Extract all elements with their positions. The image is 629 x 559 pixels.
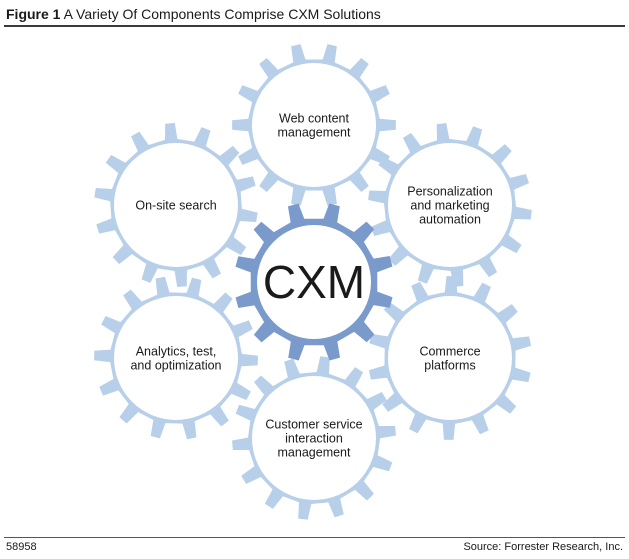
customer-service-interaction-management-label-line: Customer service: [265, 418, 362, 432]
on-site-search-label: On-site search: [135, 199, 216, 213]
analytics-test-optimization-label-line: Analytics, test,: [136, 345, 217, 359]
analytics-test-optimization-label-line: and optimization: [130, 359, 221, 373]
cxm-hub-label: CXM: [263, 256, 365, 308]
analytics-test-optimization-gear-center: [114, 296, 238, 420]
figure-id: 58958: [6, 541, 37, 553]
web-content-management-label-line: management: [278, 126, 351, 140]
customer-service-interaction-management-label-line: interaction: [285, 432, 343, 446]
on-site-search-gear: [94, 123, 258, 287]
cxm-hub-gear: [235, 203, 393, 361]
personalization-marketing-automation-label-line: and marketing: [410, 199, 489, 213]
source-note: Source: Forrester Research, Inc.: [463, 541, 623, 553]
top-divider: [4, 25, 625, 27]
personalization-marketing-automation-label-line: Personalization: [407, 185, 493, 199]
commerce-platforms-label-line: platforms: [424, 359, 475, 373]
web-content-management-gear: [232, 44, 396, 206]
figure-title: Figure 1 A Variety Of Components Compris…: [6, 6, 381, 22]
analytics-test-optimization-label: Analytics, test,and optimization: [130, 345, 221, 373]
commerce-platforms-gear-center: [388, 296, 512, 420]
web-content-management-gear-center: [252, 63, 376, 187]
commerce-platforms-label-line: Commerce: [419, 345, 480, 359]
customer-service-interaction-management-gear-center: [252, 376, 376, 500]
cxm-hub-gear-center: [257, 225, 371, 339]
figure-label: Figure 1: [6, 6, 61, 22]
bottom-divider: [4, 537, 625, 538]
on-site-search-label-line: On-site search: [135, 199, 216, 213]
web-content-management-label-line: Web content: [279, 112, 349, 126]
personalization-marketing-automation-gear-center: [388, 143, 512, 267]
customer-service-interaction-management-label-line: management: [278, 446, 351, 460]
figure-title-text: A Variety Of Components Comprise CXM Sol…: [63, 6, 381, 22]
analytics-test-optimization-gear: [94, 276, 258, 440]
personalization-marketing-automation-label-line: automation: [419, 213, 481, 227]
customer-service-interaction-management-gear: [232, 356, 396, 520]
commerce-platforms-gear: [368, 276, 532, 440]
personalization-marketing-automation-gear: [368, 123, 532, 287]
on-site-search-gear-center: [114, 143, 238, 267]
